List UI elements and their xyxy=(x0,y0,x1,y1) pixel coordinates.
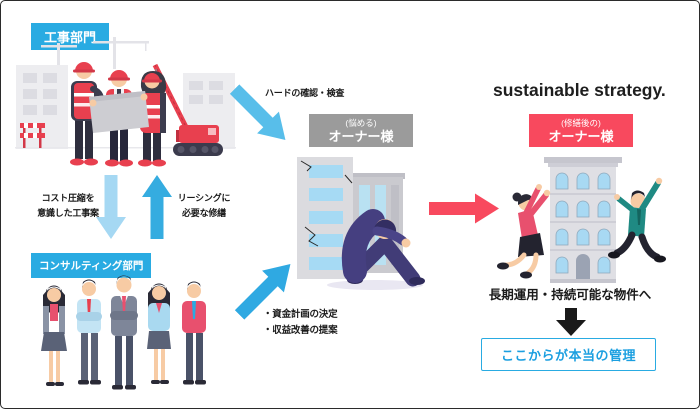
cost-note: コスト圧縮を 意識した工事案 xyxy=(37,193,99,218)
construction-illustration xyxy=(15,37,236,167)
happy-woman xyxy=(497,184,551,279)
consultant-woman-1 xyxy=(41,285,67,386)
tagline: sustainable strategy. xyxy=(493,80,666,100)
longterm-text: 長期運用・持続可能な物件へ xyxy=(488,288,652,302)
plan-note: ・資金計画の決定 ・収益改善の提案 xyxy=(263,309,338,336)
arrow-consulting-to-owner xyxy=(228,252,302,326)
repaired-owner-label: (修繕後の) オーナー様 xyxy=(529,114,633,147)
sad-owner-figure xyxy=(327,209,425,290)
arrow-construction-to-consulting xyxy=(95,175,127,239)
consultant-woman-2 xyxy=(147,283,171,384)
striped-barricade xyxy=(20,123,45,148)
repaired-owner-illustration xyxy=(497,157,666,283)
worried-owner-illustration xyxy=(297,157,425,290)
consulting-illustration xyxy=(41,275,206,390)
happy-man xyxy=(608,177,666,263)
arrow-construction-to-owner xyxy=(223,77,297,151)
hard-check-note: ハードの確認・検査 xyxy=(265,88,345,98)
renovated-building xyxy=(544,157,622,283)
consultant-man-3 xyxy=(182,281,206,385)
worried-owner-label: (悩める) オーナー様 xyxy=(309,114,413,147)
arrow-consulting-to-construction xyxy=(141,175,173,239)
management-box: ここからが本当の管理 xyxy=(481,338,656,371)
consultant-man-2 xyxy=(110,275,138,390)
consulting-dept-label: コンサルティング部門 xyxy=(31,253,152,278)
management-box-text: ここからが本当の管理 xyxy=(500,348,636,363)
consultant-man-1 xyxy=(76,279,102,385)
blueprint xyxy=(89,91,149,133)
arrow-owner-to-repaired xyxy=(429,192,499,225)
workers-group xyxy=(70,62,167,167)
leasing-note: リーシングに 必要な修繕 xyxy=(177,193,231,218)
down-arrow-icon xyxy=(556,308,586,336)
